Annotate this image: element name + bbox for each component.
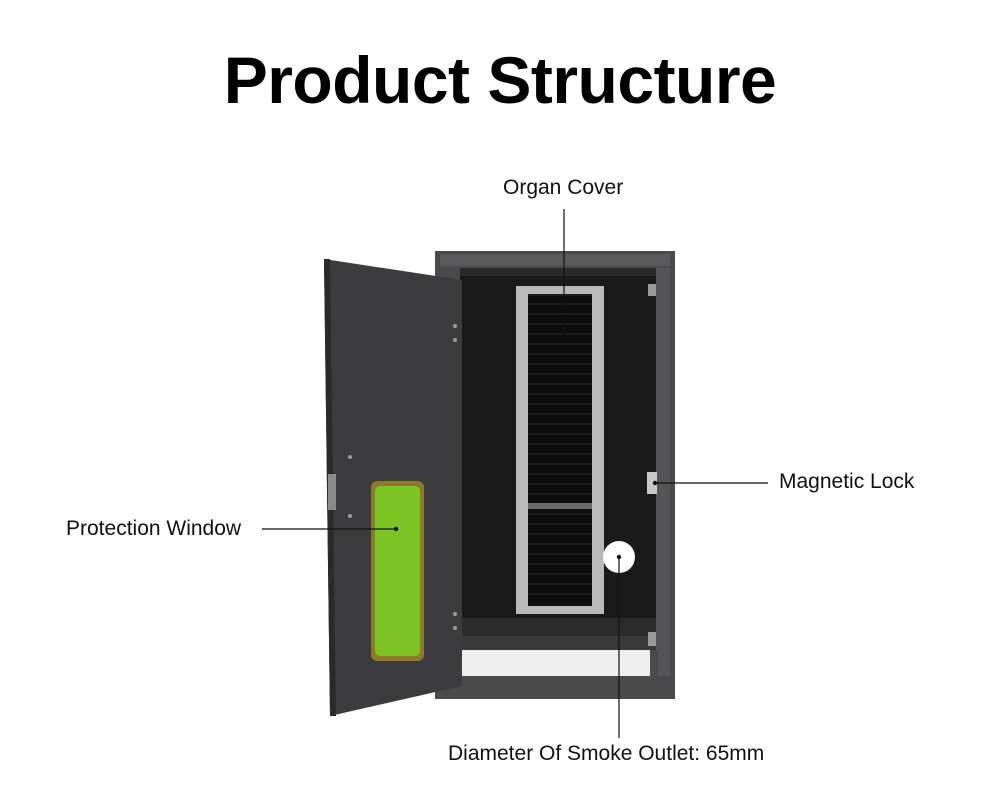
leader-lines [262, 209, 768, 738]
organ-cover [516, 286, 604, 614]
magnetic-lock [647, 472, 657, 494]
page-title: Product Structure [223, 43, 777, 117]
label-magnetic-lock: Magnetic Lock [779, 470, 915, 493]
label-protection-window: Protection Window [66, 517, 242, 540]
label-organ-cover: Organ Cover [503, 176, 624, 199]
protection-window [371, 481, 424, 661]
label-smoke-outlet: Diameter Of Smoke Outlet: 65mm [448, 742, 765, 765]
